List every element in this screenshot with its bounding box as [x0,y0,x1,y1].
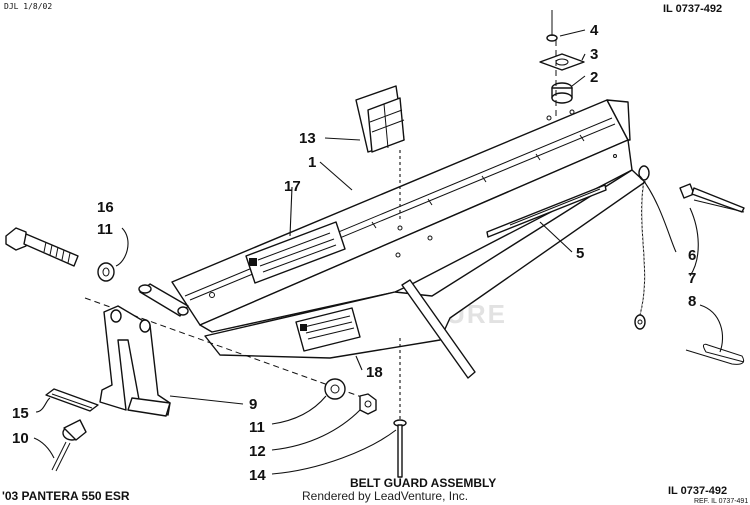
model-name: '03 PANTERA 550 ESR [2,489,130,503]
mount-bracket [99,305,171,417]
push-rivet-14 [393,419,407,478]
date-code: DJL 1/8/02 [4,2,52,11]
plug-10 [51,419,87,472]
callout-7: 7 [688,270,696,287]
callout-9: 9 [249,396,257,413]
callout-15: 15 [12,405,29,422]
rivet-4 [546,10,558,42]
warning-label-bottom [295,307,361,352]
callout-17: 17 [284,178,301,195]
callout-2: 2 [590,69,598,86]
bushing-11-upper [97,262,115,282]
callout-12: 12 [249,443,266,460]
bushing-11-lower [324,378,346,400]
callout-8: 8 [688,293,696,310]
callout-4: 4 [590,22,599,39]
flange-plate-3 [539,53,585,71]
callout-numbers: 4 3 2 13 1 17 16 11 5 6 7 8 18 9 15 11 1… [12,22,696,484]
callout-11-upper: 11 [97,221,113,238]
reference-id: REF. IL 0737-491 [694,498,748,505]
nut-12 [359,393,377,415]
callout-6: 6 [688,247,696,264]
illustration-id-bottom: IL 0737-492 [668,485,727,497]
hairpin-8 [685,343,745,365]
hinge-pin [138,283,189,317]
leader-lines [33,29,723,475]
callout-3: 3 [590,46,598,63]
grommet-2 [551,82,573,104]
pin-7 [679,183,745,213]
illustration-id-top: IL 0737-492 [663,3,722,15]
callout-13: 13 [299,130,316,147]
callout-18: 18 [366,364,383,381]
assembly-title: BELT GUARD ASSEMBLY [350,476,496,490]
callout-11-lower: 11 [249,419,265,436]
clip-13 [355,85,405,153]
bolt-16 [5,227,79,267]
callout-16: 16 [97,199,114,216]
belt-guard-body [171,99,646,379]
callout-5: 5 [576,245,584,262]
retainer-strip-15 [45,388,99,412]
rendered-by: Rendered by LeadVenture, Inc. [302,489,468,503]
callout-14: 14 [249,467,266,484]
callout-10: 10 [12,430,29,447]
tether-cable [634,165,650,330]
warning-label-top [245,221,346,284]
callout-1: 1 [308,154,316,171]
